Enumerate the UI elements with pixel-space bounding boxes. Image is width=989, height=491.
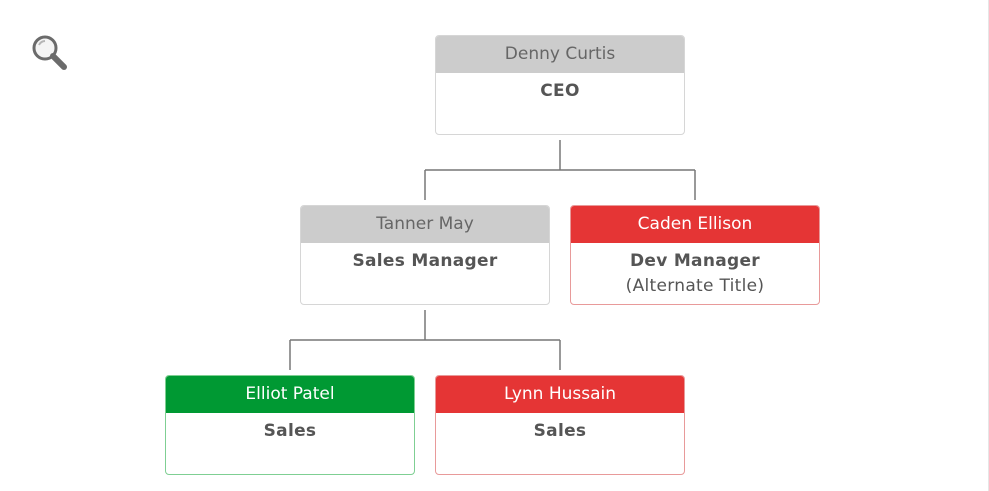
org-node-ceo[interactable]: Denny Curtis CEO xyxy=(435,35,685,135)
org-node-sales-manager[interactable]: Tanner May Sales Manager xyxy=(300,205,550,305)
node-alternate-title: (Alternate Title) xyxy=(625,276,765,296)
node-body: CEO xyxy=(436,73,684,104)
org-node-elliot-patel[interactable]: Elliot Patel Sales xyxy=(165,375,415,475)
node-title: CEO xyxy=(540,81,580,101)
node-name: Denny Curtis xyxy=(436,36,684,73)
node-body: Sales xyxy=(166,413,414,444)
node-title: Sales xyxy=(533,421,587,441)
node-name: Caden Ellison xyxy=(571,206,819,243)
node-body: Sales xyxy=(436,413,684,444)
node-title: Sales Manager xyxy=(352,251,498,271)
org-node-lynn-hussain[interactable]: Lynn Hussain Sales xyxy=(435,375,685,475)
node-name: Tanner May xyxy=(301,206,549,243)
node-body: Sales Manager xyxy=(301,243,549,274)
node-name: Elliot Patel xyxy=(166,376,414,413)
org-node-dev-manager[interactable]: Caden Ellison Dev Manager (Alternate Tit… xyxy=(570,205,820,305)
magnifier-icon[interactable] xyxy=(30,33,70,73)
node-name: Lynn Hussain xyxy=(436,376,684,413)
node-title: Sales xyxy=(263,421,317,441)
node-body: Dev Manager (Alternate Title) xyxy=(571,243,819,299)
node-title: Dev Manager xyxy=(630,251,760,271)
